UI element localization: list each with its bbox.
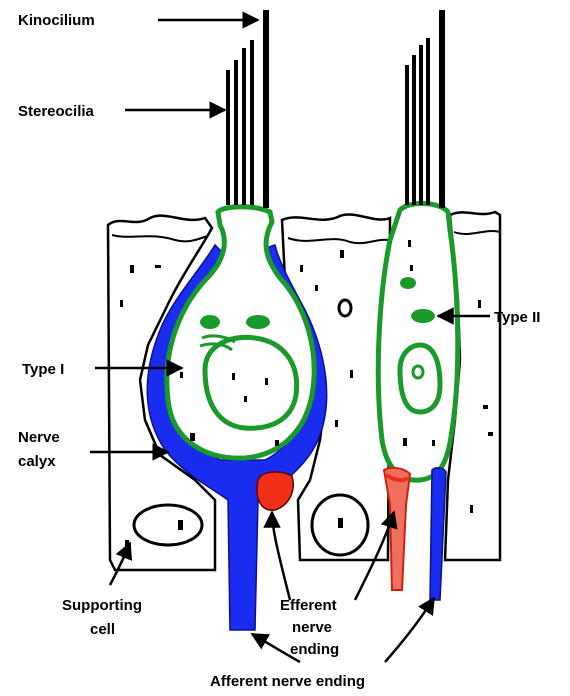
label-kinocilium: Kinocilium — [18, 12, 95, 29]
type-ii-hair-bundle — [407, 10, 442, 208]
arrow-afferent-2 — [385, 598, 434, 662]
label-supporting-cell-2: cell — [90, 621, 115, 638]
type-i-hair-bundle — [228, 10, 266, 208]
label-efferent-2: nerve — [292, 619, 332, 636]
label-afferent: Afferent nerve ending — [210, 673, 365, 690]
type-i-hair-cell — [167, 207, 314, 458]
label-nerve-calyx-2: calyx — [18, 453, 56, 470]
efferent-ending-type-i — [257, 472, 293, 510]
label-stereocilia: Stereocilia — [18, 103, 95, 120]
type-ii-hair-cell — [378, 203, 457, 480]
label-efferent-3: ending — [290, 641, 339, 658]
label-type-ii: Type II — [494, 309, 540, 326]
label-nerve-calyx-1: Nerve — [18, 429, 60, 446]
supporting-cell-nucleus-left — [134, 505, 202, 545]
label-efferent-1: Efferent — [280, 597, 337, 614]
label-supporting-cell-1: Supporting — [62, 597, 142, 614]
label-type-i: Type I — [22, 361, 64, 378]
afferent-ending-type-ii — [430, 468, 446, 600]
arrow-efferent-1 — [272, 512, 290, 600]
